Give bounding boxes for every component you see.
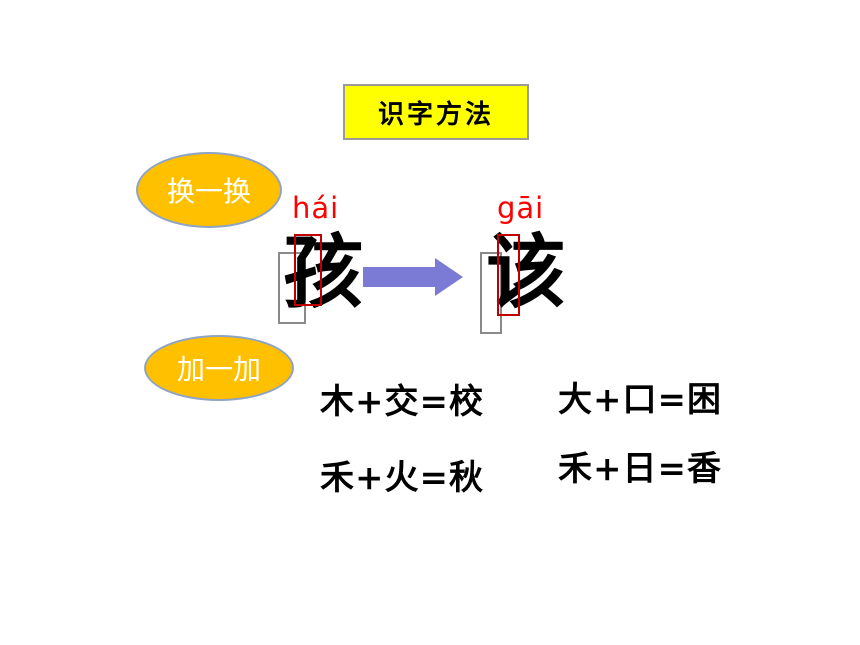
char-from: 孩 bbox=[283, 225, 363, 319]
pinyin-from: hái bbox=[292, 191, 340, 225]
right-arrow-icon bbox=[363, 258, 463, 296]
page-title: 识字方法 bbox=[343, 84, 529, 140]
add-example-2: 大+口=困 bbox=[558, 380, 722, 420]
pinyin-to: gāi bbox=[497, 191, 545, 225]
add-example-4: 禾+日=香 bbox=[558, 449, 722, 489]
highlight-box-to bbox=[497, 234, 520, 316]
add-method-label: 加一加 bbox=[176, 353, 261, 386]
swap-method-oval: 换一换 bbox=[136, 152, 282, 228]
add-method-oval: 加一加 bbox=[144, 335, 294, 401]
radical-box-to bbox=[480, 252, 502, 334]
highlight-box-from bbox=[294, 234, 322, 306]
char-to: 该 bbox=[486, 225, 566, 319]
add-example-1: 木+交=校 bbox=[320, 382, 484, 422]
swap-method-label: 换一换 bbox=[166, 175, 251, 208]
add-example-3: 禾+火=秋 bbox=[320, 458, 484, 498]
radical-box-from bbox=[278, 252, 306, 324]
